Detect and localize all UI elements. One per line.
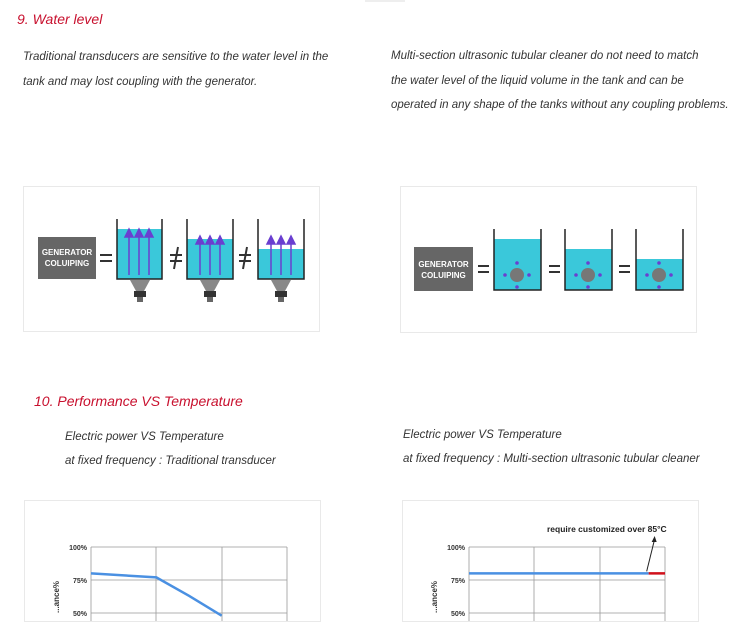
y-tick-label: 100%	[447, 545, 466, 552]
generator-label-line: GENERATOR	[41, 248, 93, 257]
caption-line: Electric power VS Temperature	[403, 429, 562, 441]
tank-2	[186, 219, 234, 302]
generator-label-line: GENERATOR	[418, 260, 469, 269]
tubular-tank-3	[635, 229, 684, 291]
text-line: tank and may lost coupling with the gene…	[23, 75, 258, 88]
section-9-right-text: Multi-section ultrasonic tubular cleaner…	[391, 44, 746, 118]
annotation-label: require customized over 85°C	[547, 524, 667, 534]
section-9-left-text: Traditional transducers are sensitive to…	[23, 45, 363, 94]
generator-box: GENERATOR COLUIPING	[38, 237, 96, 279]
chart-traditional: 100% 75% 50% ...ance%	[24, 500, 321, 622]
water-level-diagram-tubular: GENERATOR COLUIPING	[400, 186, 697, 333]
text-line: the water level of the liquid volume in …	[391, 74, 684, 87]
generator-box: GENERATOR COLUIPING	[414, 247, 473, 291]
section-9-title: 9. Water level	[17, 11, 103, 27]
tank-drawing	[100, 219, 305, 302]
section-10-title: 10. Performance VS Temperature	[34, 393, 243, 409]
text-line: operated in any shape of the tanks witho…	[391, 99, 729, 111]
y-tick-label: 50%	[451, 611, 466, 618]
tubular-tank-2	[564, 229, 613, 291]
y-tick-label: 75%	[73, 578, 88, 585]
caption-line: at fixed frequency : Traditional transdu…	[65, 455, 276, 467]
text-line: Multi-section ultrasonic tubular cleaner…	[391, 50, 699, 62]
caption-line: Electric power VS Temperature	[65, 431, 224, 443]
chart-tubular: 100% 75% 50% ...ance% require customized ove…	[402, 500, 699, 622]
tubular-tank-drawing	[478, 229, 684, 291]
caption-line: at fixed frequency : Multi-section ultra…	[403, 453, 700, 465]
generator-label-line: COLUIPING	[44, 259, 90, 268]
tubular-tank-1	[493, 229, 542, 291]
tank-1	[116, 219, 163, 302]
top-divider	[365, 0, 405, 2]
y-axis-label: ...ance%	[52, 581, 61, 613]
water-level-diagram-traditional: GENERATOR COLUIPING	[23, 186, 320, 332]
chart-plot: 100% 75% 50% ...ance% require customized ove…	[430, 524, 667, 621]
y-axis-label: ...ance%	[430, 581, 439, 613]
chart-plot: 100% 75% 50% ...ance%	[52, 545, 288, 621]
annotation-arrowhead	[651, 536, 657, 542]
series-line	[90, 572, 223, 617]
y-tick-label: 75%	[451, 578, 466, 585]
generator-label-line: COLUIPING	[421, 271, 466, 280]
tank-3	[257, 219, 305, 302]
y-tick-label: 100%	[69, 545, 88, 552]
y-tick-label: 50%	[73, 611, 88, 618]
left-chart-caption: Electric power VS Temperature at fixed f…	[65, 425, 276, 473]
annotation-arrow	[646, 538, 656, 572]
text-line: Traditional transducers are sensitive to…	[23, 51, 329, 63]
right-chart-caption: Electric power VS Temperature at fixed f…	[403, 423, 700, 471]
